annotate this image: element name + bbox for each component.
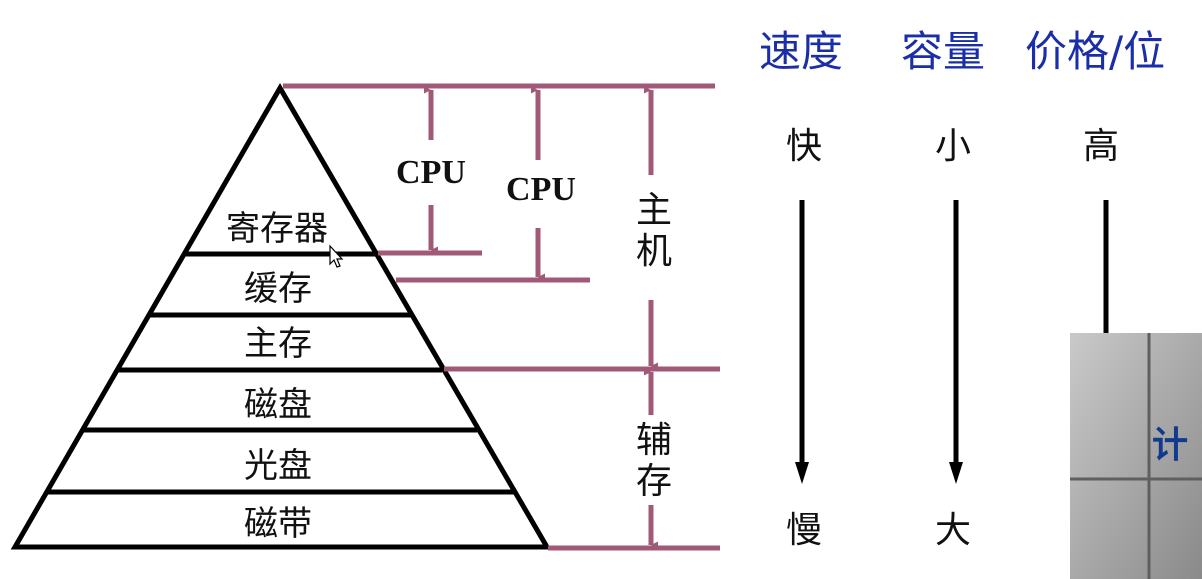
header-capacity: 容量 — [901, 27, 985, 76]
aux-label-char-2: 存 — [636, 461, 672, 502]
speed-top: 快 — [786, 126, 822, 167]
header-speed: 速度 — [759, 27, 843, 76]
level-optical-disc: 光盘 — [244, 446, 312, 486]
speed-bottom: 慢 — [786, 510, 822, 551]
host-label-char-2: 机 — [636, 231, 672, 272]
brackets — [283, 83, 720, 551]
level-main-memory: 主存 — [244, 324, 312, 364]
pyramid: 寄存器 缓存 主存 磁盘 光盘 磁带 — [10, 83, 552, 550]
cpu-label-1: CPU — [396, 154, 466, 191]
video-inset-background — [1070, 333, 1202, 579]
video-inset-label: 计 — [1152, 425, 1188, 466]
aux-label-char-1: 辅 — [636, 420, 672, 461]
level-tape: 磁带 — [244, 504, 312, 544]
speed-arrow-head — [795, 462, 809, 484]
level-cache: 缓存 — [244, 269, 312, 309]
capacity-arrow-head — [949, 462, 963, 484]
header-price-per-bit: 价格/位 — [1025, 27, 1165, 76]
host-label-char-1: 主 — [636, 190, 672, 231]
capacity-top: 小 — [935, 126, 971, 167]
capacity-bottom: 大 — [935, 510, 971, 551]
level-disk: 磁盘 — [244, 385, 312, 425]
cpu-label-2: CPU — [506, 171, 576, 208]
level-register: 寄存器 — [226, 209, 328, 249]
video-inset: 计 — [1070, 333, 1202, 579]
price-top: 高 — [1083, 126, 1119, 167]
mouse-cursor-icon — [329, 244, 344, 268]
